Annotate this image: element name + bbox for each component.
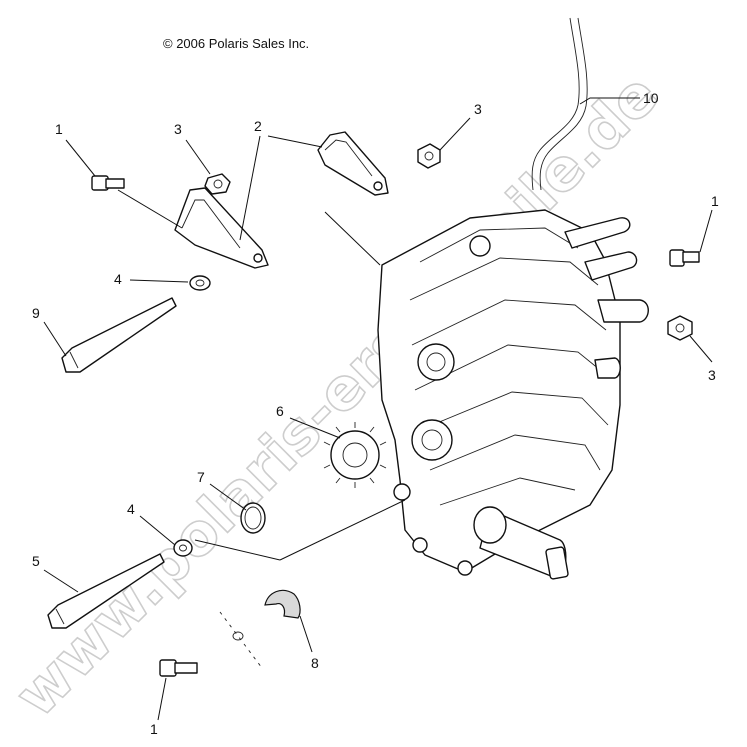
callout-label: 3 — [474, 101, 482, 117]
part-long-bolt-upper — [61, 297, 177, 373]
part-lower-shaft — [473, 506, 569, 580]
part-bolt-right — [669, 249, 700, 267]
part-bolt-top-left — [91, 175, 125, 191]
callout-label: 10 — [643, 90, 659, 106]
callout-label: 7 — [197, 469, 205, 485]
callout-label: 6 — [276, 403, 284, 419]
callout-label: 1 — [150, 721, 158, 737]
part-washer-upper — [189, 275, 211, 291]
callout-label: 4 — [127, 501, 135, 517]
callout-label: 3 — [708, 367, 716, 383]
callout-label: 1 — [55, 121, 63, 137]
part-mounting-bracket-left — [174, 187, 269, 269]
part-nut-top — [417, 143, 441, 169]
callout-label: 3 — [174, 121, 182, 137]
callout-label: 8 — [311, 655, 319, 671]
callout-label: 9 — [32, 305, 40, 321]
alignment-dashes — [219, 611, 263, 669]
part-seal-ring — [240, 502, 266, 534]
callout-numbers: 1 3 2 3 10 1 4 9 3 6 7 4 5 8 1 — [32, 90, 719, 737]
part-bolt-bottom — [159, 659, 198, 677]
part-nut-left — [204, 173, 231, 195]
part-output-shafts — [564, 217, 649, 379]
part-long-bolt-lower — [47, 553, 165, 629]
callout-label: 5 — [32, 553, 40, 569]
part-gearcase — [377, 209, 621, 576]
part-half-moon-plug — [264, 589, 301, 619]
part-nut-right — [667, 315, 693, 341]
part-sprocket — [323, 422, 387, 488]
leader-lines — [43, 97, 713, 721]
part-washer-lower — [173, 539, 193, 557]
callout-label: 1 — [711, 193, 719, 209]
copyright-notice: © 2006 Polaris Sales Inc. — [163, 36, 310, 51]
callout-label: 4 — [114, 271, 122, 287]
part-breather-hose — [531, 17, 588, 191]
part-mounting-bracket-right — [317, 131, 389, 196]
callout-label: 2 — [254, 118, 262, 134]
